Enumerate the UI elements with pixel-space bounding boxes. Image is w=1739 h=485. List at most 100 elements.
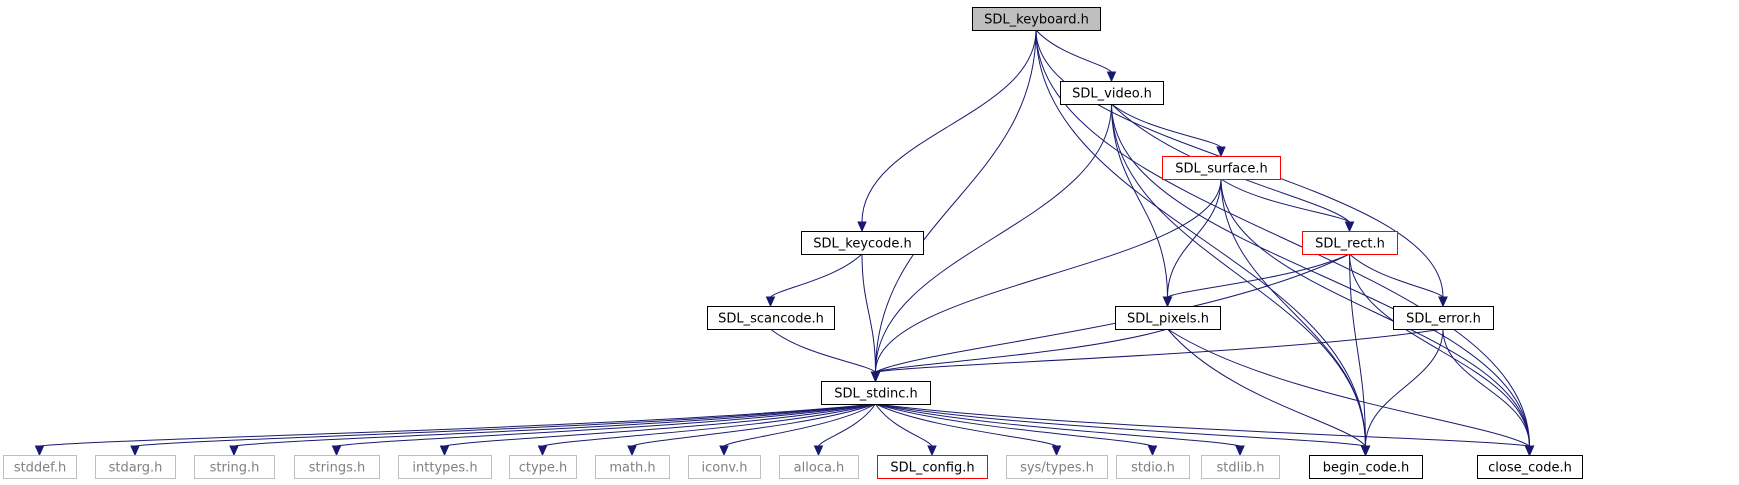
edge-arrowhead <box>857 221 867 233</box>
node-sdl_surface[interactable]: SDL_surface.h <box>1162 156 1281 180</box>
edge-arrowhead <box>627 445 637 457</box>
edge-line <box>1035 29 1366 447</box>
node-sdl_scancode[interactable]: SDL_scancode.h <box>707 306 835 330</box>
node-label: ctype.h <box>519 461 568 476</box>
edge-sdl_rect-to-begin_code <box>1349 253 1371 457</box>
edge-sdl_stdinc-to-stdarg <box>130 403 876 457</box>
edge-line <box>233 403 876 447</box>
edge-line <box>1220 178 1366 447</box>
node-box <box>1309 455 1423 479</box>
node-sdl_keycode[interactable]: SDL_keycode.h <box>801 231 924 255</box>
node-sdl_video[interactable]: SDL_video.h <box>1060 81 1164 105</box>
node-ctype: ctype.h <box>509 455 577 479</box>
edge-sdl_pixels-to-sdl_stdinc <box>870 328 1168 383</box>
node-sdl_pixels[interactable]: SDL_pixels.h <box>1115 306 1221 330</box>
edge-line <box>875 403 1153 447</box>
edge-sdl_keyboard-to-sdl_stdinc <box>870 29 1037 383</box>
edge-sdl_stdinc-to-begin_code <box>875 403 1371 457</box>
node-box <box>294 455 380 479</box>
edge-sdl_keyboard-to-sdl_video <box>1035 29 1117 83</box>
edge-arrowhead <box>1524 445 1535 457</box>
edge-line <box>336 403 876 447</box>
edge-sdl_rect-to-sdl_stdinc <box>870 253 1350 383</box>
node-box <box>1201 455 1280 479</box>
edge-line <box>770 328 876 373</box>
edge-sdl_error-to-sdl_stdinc <box>870 328 1444 383</box>
node-box <box>972 7 1101 31</box>
node-systypes: sys/types.h <box>1006 455 1108 479</box>
node-label: SDL_rect.h <box>1315 237 1385 252</box>
node-label: stdlib.h <box>1217 461 1265 476</box>
edge-sdl_stdinc-to-ctype <box>537 403 876 457</box>
edge-sdl_keycode-to-sdl_scancode <box>765 253 863 308</box>
node-inttypes: inttypes.h <box>398 455 492 479</box>
edge-arrowhead <box>1344 221 1355 233</box>
edge-line <box>818 403 876 447</box>
edge-arrowhead <box>765 296 776 308</box>
node-box <box>1477 455 1583 479</box>
edge-arrowhead <box>1106 71 1117 83</box>
edge-line <box>1111 103 1350 223</box>
edge-sdl_pixels-to-begin_code <box>1167 328 1371 457</box>
node-box <box>95 455 176 479</box>
edge-line <box>875 403 1057 447</box>
node-box <box>3 455 77 479</box>
node-close_code[interactable]: close_code.h <box>1477 455 1583 479</box>
edge-line <box>1220 178 1530 447</box>
edge-sdl_stdinc-to-math <box>627 403 876 457</box>
edge-line <box>1167 253 1350 298</box>
edge-sdl_rect-to-sdl_error <box>1349 253 1448 308</box>
edge-line <box>875 328 1444 373</box>
edge-sdl_stdinc-to-systypes <box>875 403 1062 457</box>
edge-line <box>1365 328 1444 447</box>
edge-sdl_stdinc-to-strings <box>331 403 876 457</box>
edge-arrowhead <box>439 445 450 457</box>
edge-sdl_surface-to-sdl_stdinc <box>870 178 1222 383</box>
edge-arrowhead <box>927 445 937 457</box>
edge-arrowhead <box>1216 146 1226 158</box>
edge-line <box>1167 328 1366 447</box>
node-label: SDL_surface.h <box>1175 162 1267 177</box>
node-box <box>707 306 835 330</box>
node-stddef: stddef.h <box>3 455 77 479</box>
edge-sdl_surface-to-sdl_pixels <box>1162 178 1222 308</box>
edge-line <box>444 403 876 447</box>
edge-line <box>1035 29 1112 73</box>
edge-line <box>770 253 863 298</box>
node-box <box>821 381 931 405</box>
node-sdl_rect[interactable]: SDL_rect.h <box>1302 231 1398 255</box>
edge-line <box>1349 253 1530 447</box>
node-label: math.h <box>609 461 655 476</box>
edge-line <box>631 403 876 447</box>
edge-arrowhead <box>1147 445 1158 457</box>
edge-line <box>1220 178 1350 223</box>
edge-sdl_stdinc-to-stdio <box>875 403 1158 457</box>
node-strings: strings.h <box>294 455 380 479</box>
node-label: SDL_config.h <box>890 461 974 476</box>
edge-line <box>1111 103 1366 447</box>
edge-arrowhead <box>331 445 342 457</box>
node-box <box>595 455 670 479</box>
edge-sdl_stdinc-to-close_code <box>875 403 1535 457</box>
node-label: SDL_error.h <box>1406 312 1481 327</box>
node-box <box>194 455 275 479</box>
node-box <box>1115 306 1221 330</box>
node-label: begin_code.h <box>1323 461 1410 476</box>
node-box <box>1162 156 1281 180</box>
node-box <box>398 455 492 479</box>
node-sdl_error[interactable]: SDL_error.h <box>1393 306 1494 330</box>
node-sdl_keyboard[interactable]: SDL_keyboard.h <box>972 7 1101 31</box>
edge-arrowhead <box>1051 445 1062 457</box>
node-sdl_config[interactable]: SDL_config.h <box>877 455 988 479</box>
edge-sdl_surface-to-sdl_rect <box>1220 178 1355 233</box>
edge-sdl_keyboard-to-sdl_keycode <box>857 29 1037 233</box>
edge-sdl_error-to-close_code <box>1442 328 1535 457</box>
edge-line <box>1349 253 1366 447</box>
node-label: stdio.h <box>1131 461 1175 476</box>
node-begin_code[interactable]: begin_code.h <box>1309 455 1423 479</box>
node-label: SDL_keycode.h <box>813 237 911 252</box>
node-box <box>1006 455 1108 479</box>
node-sdl_stdinc[interactable]: SDL_stdinc.h <box>821 381 931 405</box>
node-label: SDL_pixels.h <box>1127 312 1209 327</box>
